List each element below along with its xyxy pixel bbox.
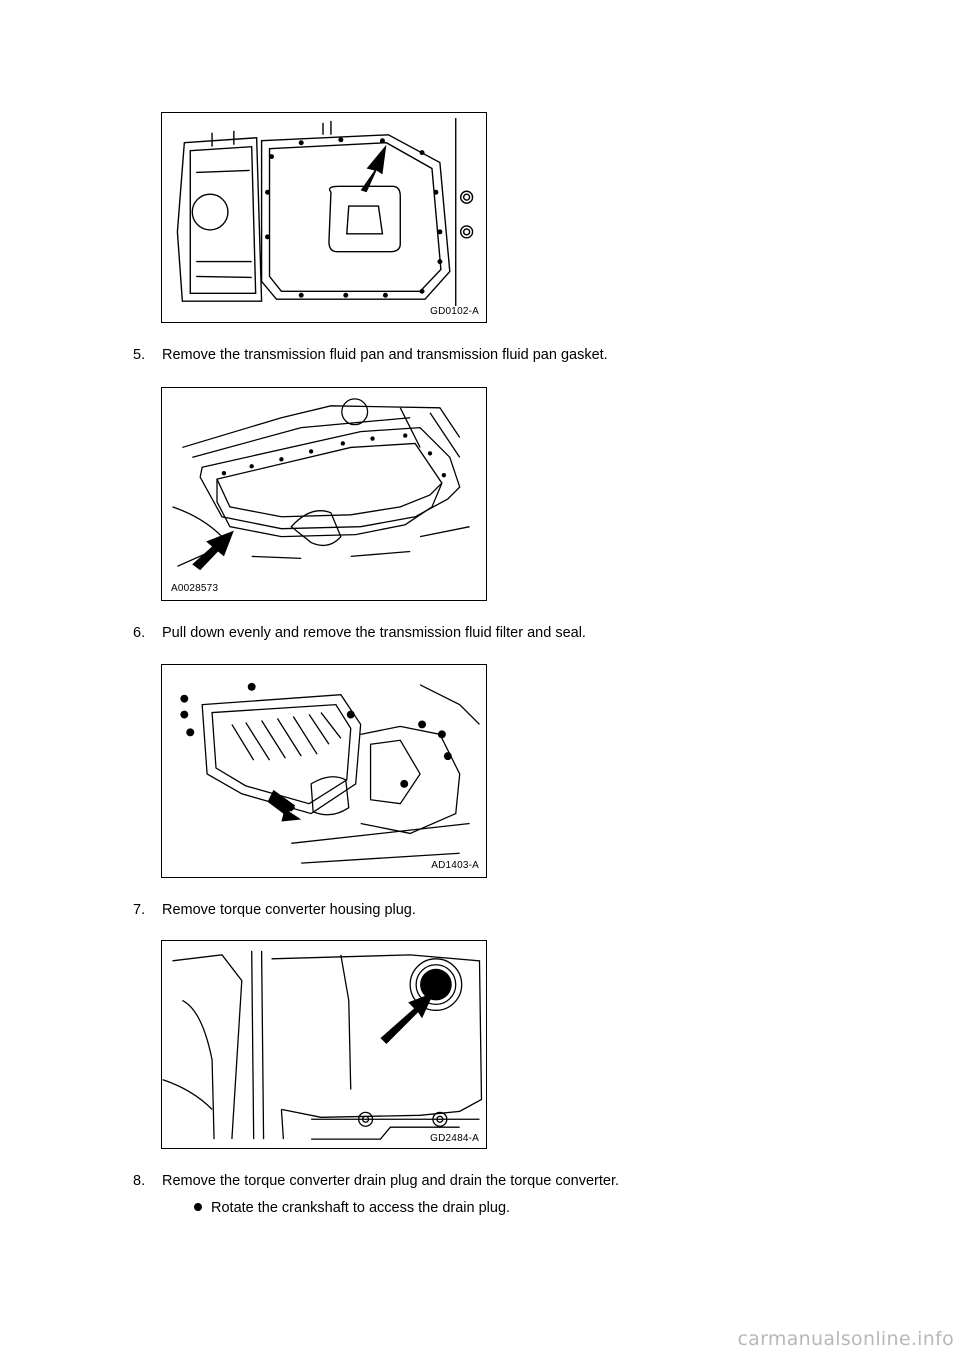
step-text: Remove the torque converter drain plug a…	[162, 1173, 620, 1189]
figure-transmission-pan-bolts: GD0102-A	[161, 112, 487, 323]
figure-1-illustration	[176, 117, 474, 318]
step-7: 7. Remove torque converter housing plug.	[133, 901, 416, 919]
step-number: 8.	[133, 1173, 146, 1189]
step-number: 6.	[133, 625, 146, 641]
step-text: Remove torque converter housing plug.	[162, 902, 416, 918]
step-text: Pull down evenly and remove the transmis…	[162, 625, 586, 641]
step-8: 8. Remove the torque converter drain plug…	[133, 1172, 619, 1190]
figure-code: AD1403-A	[430, 860, 480, 871]
figure-fluid-pan: A0028573	[161, 387, 487, 601]
figure-4-illustration	[162, 950, 483, 1140]
bullet-icon	[194, 1203, 202, 1211]
step-8-bullet: Rotate the crankshaft to access the drai…	[194, 1199, 510, 1217]
step-text: Remove the transmission fluid pan and tr…	[162, 347, 608, 363]
figure-code: A0028573	[170, 583, 220, 594]
figure-2-illustration	[172, 398, 470, 571]
figure-3-illustration	[180, 682, 480, 864]
step-number: 5.	[133, 347, 146, 363]
step-number: 7.	[133, 902, 146, 918]
figure-converter-housing-plug: GD2484-A	[161, 940, 487, 1149]
step-5: 5. Remove the transmission fluid pan and …	[133, 346, 608, 364]
step-6: 6. Pull down evenly and remove the transm…	[133, 624, 586, 642]
figure-fluid-filter: AD1403-A	[161, 664, 487, 878]
watermark: carmanualsonline.info	[737, 1328, 954, 1350]
figure-code: GD2484-A	[429, 1133, 480, 1144]
bullet-text: Rotate the crankshaft to access the drai…	[211, 1200, 511, 1216]
figure-code: GD0102-A	[429, 306, 480, 317]
